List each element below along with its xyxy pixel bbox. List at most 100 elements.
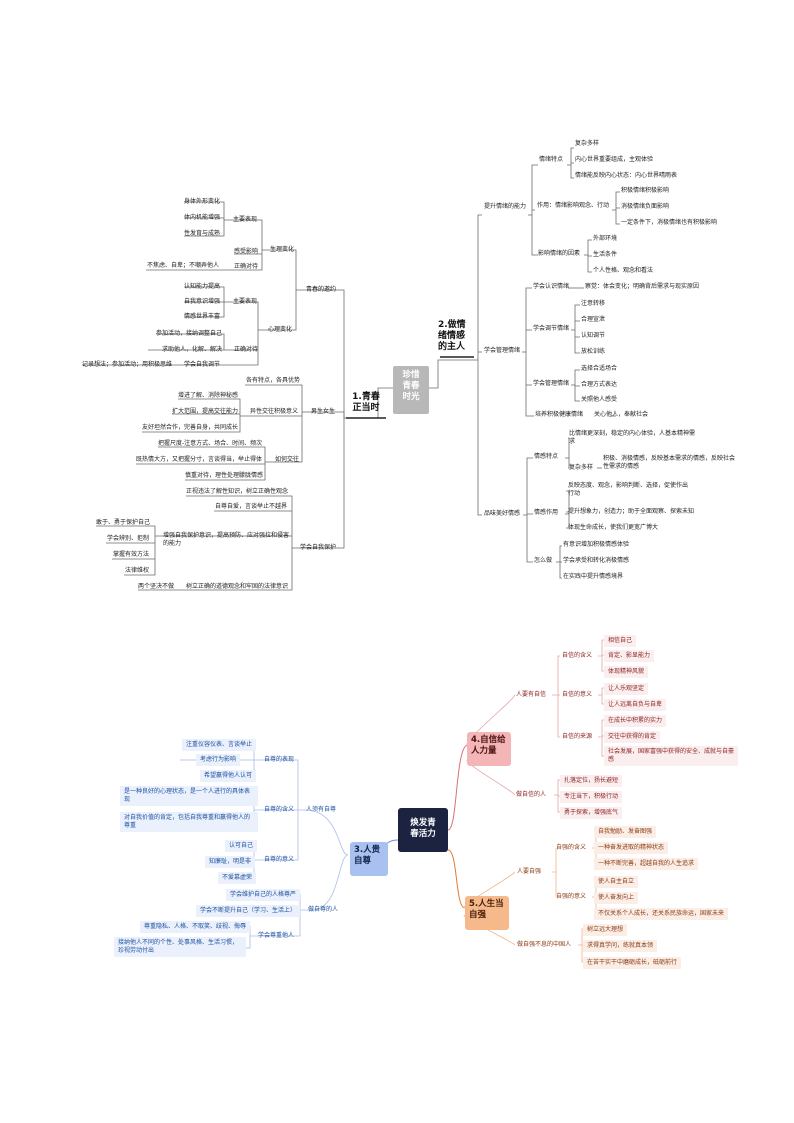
branch-need-self-respect: 人须有自尊	[306, 806, 337, 813]
node-how-to-do: 怎么做	[534, 557, 553, 564]
branch-be-confident: 做自信的人	[516, 791, 547, 798]
list-item: 认知能力提高	[184, 283, 221, 290]
unit-1-title: 1.青春 正当时	[352, 392, 380, 413]
list-item: 注意转移	[581, 300, 606, 307]
list-item: 知廉耻，明是非	[205, 856, 256, 868]
branch-self-protection: 学会自我保护	[300, 544, 337, 551]
list-item: 使人自主自立	[594, 876, 639, 888]
list-item: 参加活动，接纳调整自己	[156, 330, 223, 337]
list-item: 一定条件下，消极情绪也有积极影响	[621, 219, 718, 226]
list-item: 注重仪容仪表、言谈举止	[182, 739, 257, 751]
node-traits: 各有特点，各具优势	[246, 377, 301, 384]
list-item: 认可自己	[225, 840, 258, 852]
list-item: 察觉：体会变化；明确背后需求与现实原因	[585, 283, 700, 290]
list-item: 尊重隐私、人格、不取笑、歧视、侮辱	[140, 921, 251, 933]
node-confidence-significance: 自信的意义	[562, 691, 593, 698]
topic-5-self-strengthening: 5.人生当 自强	[465, 896, 509, 930]
node-how-to-interact: 如何交往	[275, 456, 300, 463]
list-item: 情感世界丰富	[184, 313, 221, 320]
list-item: 社会发展，国家富强中获得的安全、成就与自豪感	[604, 746, 738, 766]
list-item: 复杂多样	[575, 140, 600, 147]
list-item: 友好坦然合作，完善自身，共同成长	[142, 424, 239, 431]
list-item: 身体外形变化	[184, 198, 221, 205]
list-item: 增进了解、消除神秘感	[178, 392, 239, 399]
list-item: 扎落定位，扬长避短	[560, 775, 623, 787]
branch-need-strength: 人要自强	[517, 868, 542, 875]
node-emotion-traits: 情绪特点	[539, 156, 564, 163]
list-item: 不仅关系个人成长，还关系民族命运，国家未来	[594, 908, 729, 920]
node-protect-awareness: 增强自我保护意识，提高预防、应对强拉和侵害的能力	[163, 532, 290, 547]
list-item: 法律维权	[125, 567, 150, 574]
list-item: 消极情绪负面影响	[621, 203, 670, 210]
list-item: 敢于、勇于保护自己	[96, 519, 151, 526]
list-item: 学会维护自己的人格尊严	[226, 889, 301, 901]
node-correct-treat-2: 正确对待	[234, 346, 259, 353]
node-emotion-effect: 作用：情绪影响观念、行动	[537, 202, 610, 209]
list-item: 两个坚决不做	[138, 583, 175, 590]
list-item: 不爱慕虚荣	[218, 872, 257, 884]
list-item: 相信自己	[604, 635, 637, 647]
list-item: 求得真学问，练就真本领	[583, 940, 658, 952]
list-item: 是一种良好的心理状态，是一个人进行的具体表现	[120, 786, 258, 806]
list-item: 掌握有效方法	[113, 551, 150, 558]
node-confidence-source: 自信的来源	[562, 733, 593, 740]
list-item: 对自我价值的肯定，包括自我尊重和赢得他人的尊重	[120, 812, 258, 832]
list-item: 慎重对待，理性处理朦胧情感	[185, 472, 264, 479]
list-item: 自我意识增强	[184, 298, 221, 305]
list-item: 反映态度、观念，影响判断、选择，促使作出行动	[568, 482, 689, 497]
node-physical-change: 生理变化	[270, 246, 295, 253]
list-item: 勇于探索，增强底气	[560, 807, 623, 819]
list-item: 交往中获得的肯定	[604, 731, 661, 743]
list-item: 积极、消极情感，反映基本需求的情感，反映社会性需求的情感	[603, 455, 736, 470]
node-respect-others: 学会尊重他人	[258, 932, 295, 939]
node-main-performance-1: 主要表现	[233, 216, 258, 223]
list-item: 内心世界重要组成，主观体验	[575, 156, 654, 163]
node-main-performance-2: 主要表现	[233, 298, 258, 305]
list-item: 求助他人，化解、解决	[162, 346, 223, 353]
node-legal-awareness: 树立正确的道德观念和牢固的法律意识	[186, 583, 289, 590]
list-item: 关心他人，奉献社会	[594, 411, 649, 418]
list-item: 选择合适场合	[581, 365, 618, 372]
list-item: 接纳他人不同的个性、处事风格、生活习惯，珍视劳动付出	[114, 937, 246, 957]
list-item: 学会不断提升自己（学习、生活上）	[196, 905, 301, 917]
list-item: 使人奋发向上	[594, 892, 639, 904]
list-item: 学会辨别、拒制	[107, 535, 150, 542]
node-feeling-traits: 情感特点	[534, 453, 559, 460]
node-strength-meaning: 自强的含义	[556, 844, 587, 851]
list-item: 合理宣泄	[581, 316, 606, 323]
list-item: 提升想象力，创造力；助于全面观察、探索未知	[568, 508, 695, 515]
branch-good-feelings: 品味美好情感	[484, 510, 521, 517]
list-item: 体现生命成长，使我们更宽广博大	[568, 524, 659, 531]
unit-2-title: 2.做情 绪情感 的主人	[438, 320, 466, 352]
list-item: 专注当下，积极行动	[560, 791, 623, 803]
node-complex-diverse: 复杂多样	[569, 464, 594, 471]
branch-boys-girls: 男生女生	[311, 408, 336, 415]
node-positive-meaning: 异性交往积极意义	[250, 408, 299, 415]
branch-need-confidence: 人要有自信	[516, 691, 547, 698]
branch-be-respected: 做自尊的人	[308, 906, 339, 913]
list-item: 外部环境	[593, 235, 618, 242]
list-item: 在成长中积累的实力	[604, 715, 667, 727]
list-item: 让人乐观坚定	[604, 683, 649, 695]
branch-youth-invitation: 青春的邀约	[306, 286, 337, 293]
list-item: 积极情绪积极影响	[621, 187, 670, 194]
list-item: 比情绪更深刻，稳定的内心体验，人基本精神需求	[569, 430, 696, 445]
branch-emotion-ability: 提升情绪的能力	[484, 203, 527, 210]
node-confidence-meaning: 自信的含义	[562, 652, 593, 659]
node-know-emotion: 学会认识情绪	[533, 283, 570, 290]
list-item: 学会承受和转化消极情感	[563, 557, 630, 564]
node-feeling-effect: 情感作用	[534, 509, 559, 516]
topic-3-self-respect: 3.人贵 自尊	[350, 842, 388, 876]
list-item: 肯定、影显能力	[604, 650, 655, 662]
list-item: 放松训练	[581, 348, 606, 355]
list-item: 自尊自爱，言谈举止不越界	[215, 503, 288, 510]
node-self-regulation: 学会自我调节	[184, 361, 221, 368]
node-psych-change: 心理变化	[268, 326, 293, 333]
node-correct-treat-1: 正确对待	[234, 263, 259, 270]
branch-manage-emotion: 学会管理情绪	[484, 347, 521, 354]
list-item: 生活条件	[593, 251, 618, 258]
list-item: 树立远大理想	[583, 924, 628, 936]
list-item: 正视违法了解性知识，树立正确性观念	[186, 488, 289, 495]
